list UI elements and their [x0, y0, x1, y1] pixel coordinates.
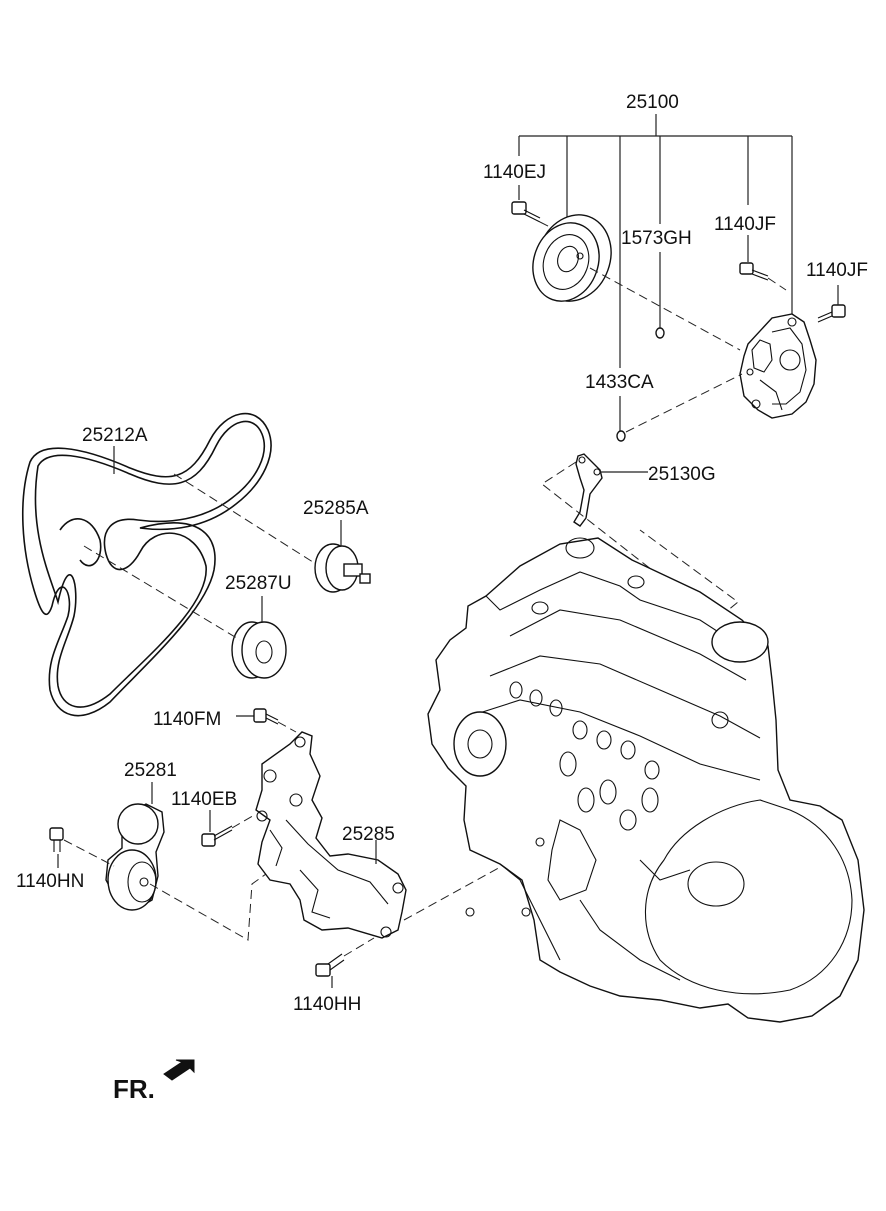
label-1140ej: 1140EJ [483, 162, 546, 183]
front-orientation-label: FR. [113, 1074, 155, 1104]
bolt-1140eb[interactable] [201, 810, 257, 847]
label-25285a: 25285A [303, 498, 369, 519]
label-25281: 25281 [124, 760, 177, 781]
water-pump-group-bracket [518, 114, 793, 432]
bolt-1140hn[interactable] [49, 827, 115, 868]
water-pipe-25130g[interactable] [541, 453, 739, 621]
water-pump-body[interactable] [739, 313, 817, 419]
label-1140fm: 1140FM [153, 709, 221, 730]
label-1573gh: 1573GH [621, 228, 692, 249]
bolt-1140jf-right[interactable] [817, 285, 846, 323]
dowel-pin-1433ca[interactable] [616, 373, 743, 442]
label-25287u: 25287U [225, 573, 292, 594]
idler-pulley-25287u[interactable] [83, 545, 287, 679]
label-25212a: 25212A [82, 425, 148, 446]
engine-block [427, 537, 865, 1023]
label-1140hn: 1140HN [16, 871, 84, 892]
idler-pulley-25285a[interactable] [173, 473, 371, 593]
tensioner-bracket-25285[interactable] [255, 731, 525, 939]
label-1140hh: 1140HH [293, 994, 361, 1015]
drive-belt-25212a[interactable] [21, 412, 272, 717]
dowel-pin-1573gh[interactable] [655, 327, 665, 339]
belt-tensioner-25281[interactable] [105, 782, 267, 941]
label-25285: 25285 [342, 824, 395, 845]
bolt-1140fm[interactable] [236, 708, 297, 733]
bolt-1140hh[interactable] [315, 937, 375, 988]
label-1433ca: 1433CA [585, 372, 654, 393]
label-1140eb: 1140EB [171, 789, 237, 810]
front-direction-arrow-icon [163, 1059, 195, 1081]
label-25130g: 25130G [648, 464, 716, 485]
label-25100: 25100 [626, 92, 679, 113]
bolt-1140jf-left[interactable] [739, 262, 787, 291]
water-pump-pulley[interactable] [522, 204, 741, 351]
label-1140jf-right: 1140JF [806, 260, 868, 281]
label-1140jf-left: 1140JF [714, 214, 776, 235]
